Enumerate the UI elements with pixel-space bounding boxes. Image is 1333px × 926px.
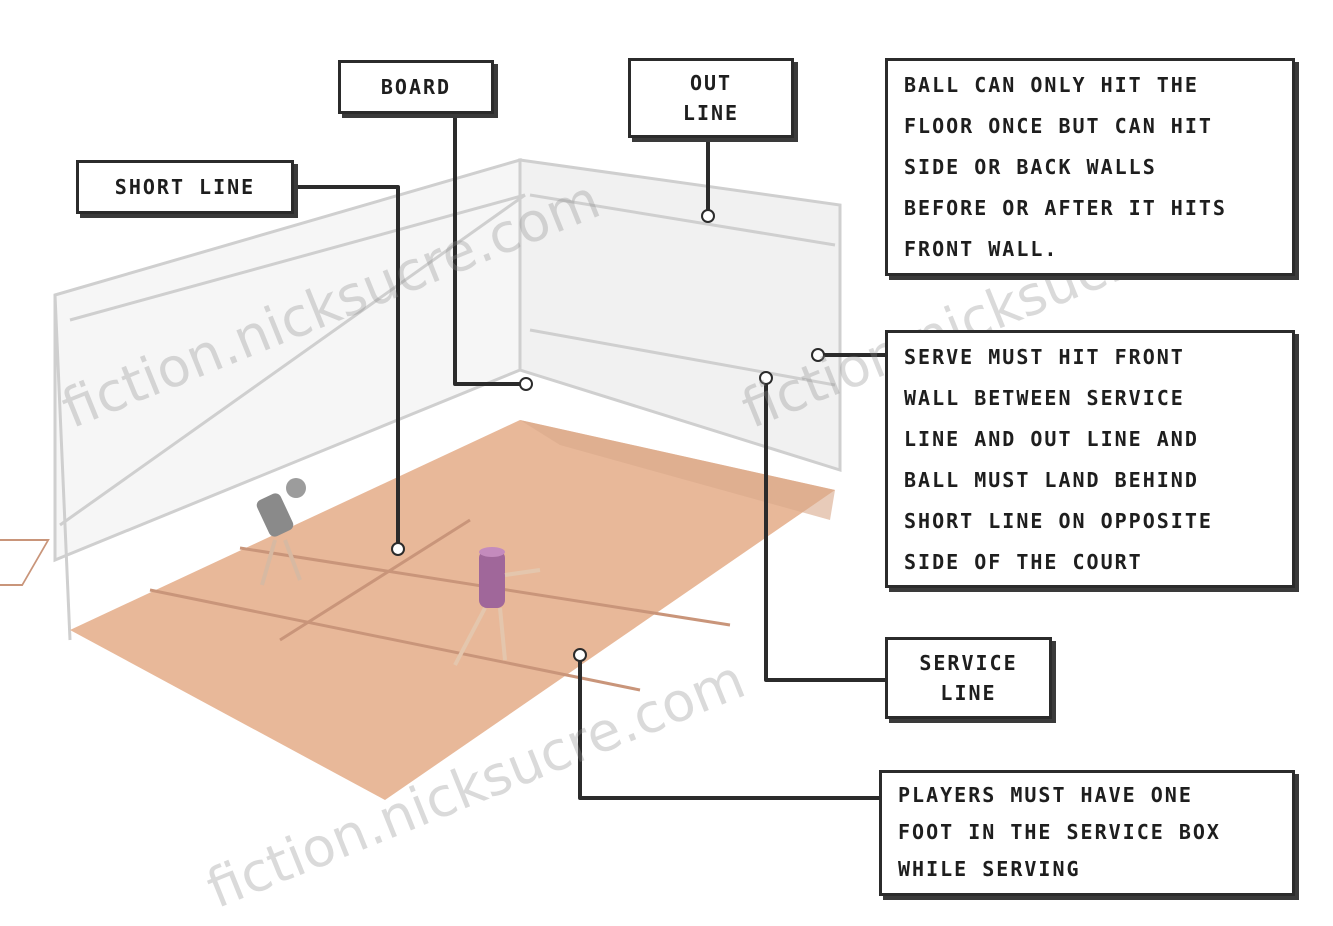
serve-rule-note: SERVE MUST HIT FRONT WALL BETWEEN SERVIC… <box>885 330 1295 588</box>
endpoint-players-rule <box>573 648 587 662</box>
service-line-label-line-2: LINE <box>940 681 997 705</box>
front-wall <box>518 158 842 473</box>
court-floor <box>0 420 835 800</box>
serve-rule-line-1: SERVE MUST HIT FRONT <box>904 345 1185 369</box>
front-wall-service-line <box>529 328 836 387</box>
serve-rule-line-5: SHORT LINE ON OPPOSITE <box>904 509 1213 533</box>
floor-short-line <box>149 588 641 692</box>
ball-rule-line-3: SIDE OR BACK WALLS <box>904 155 1157 179</box>
out-line-label-line-2: LINE <box>682 101 740 125</box>
ball-rule-line-2: FLOOR ONCE BUT CAN HIT <box>904 114 1213 138</box>
serve-rule-line-2: WALL BETWEEN SERVICE <box>904 386 1185 410</box>
short-line-label: SHORT LINE <box>76 160 294 214</box>
out-line-label: OUT LINE <box>628 58 794 138</box>
left-wall-diagonal <box>59 193 526 527</box>
short-line-label-text: SHORT LINE <box>114 175 256 199</box>
ball-rule-line-1: BALL CAN ONLY HIT THE <box>904 73 1199 97</box>
endpoint-service-line <box>759 371 773 385</box>
players-rule-line-3: WHILE SERVING <box>898 857 1081 881</box>
serve-rule-line-6: SIDE OF THE COURT <box>904 550 1143 574</box>
endpoint-serve-rule <box>811 348 825 362</box>
service-line-label-line-1: SERVICE <box>919 651 1018 675</box>
leader-service-line <box>764 378 887 682</box>
leader-short-line <box>293 185 400 548</box>
endpoint-out-line <box>701 209 715 223</box>
ball-rule-note: BALL CAN ONLY HIT THE FLOOR ONCE BUT CAN… <box>885 58 1295 276</box>
back-wall-top-edge <box>53 294 72 641</box>
player-right-figure <box>453 547 541 666</box>
player-left-figure <box>256 478 306 586</box>
leader-board <box>453 110 525 386</box>
leader-lines <box>293 110 887 800</box>
floor-shadow-front <box>520 420 835 520</box>
court-walls <box>53 158 842 641</box>
out-line-label-line-1: OUT <box>689 71 733 95</box>
serve-rule-line-4: BALL MUST LAND BEHIND <box>904 468 1199 492</box>
front-wall-inner-top <box>529 193 836 247</box>
endpoint-board <box>519 377 533 391</box>
service-box-left <box>0 539 50 586</box>
players-rule-line-2: FOOT IN THE SERVICE BOX <box>898 820 1221 844</box>
endpoint-short-line <box>391 542 405 556</box>
players-rule-line-1: PLAYERS MUST HAVE ONE <box>898 783 1193 807</box>
ball-rule-line-5: FRONT WALL. <box>904 237 1059 261</box>
ball-rule-line-4: BEFORE OR AFTER IT HITS <box>904 196 1227 220</box>
service-line-label: SERVICE LINE <box>885 637 1052 719</box>
board-label-text: BOARD <box>380 75 452 99</box>
board-label: BOARD <box>338 60 494 114</box>
floor-center-line <box>279 518 471 642</box>
serve-rule-line-3: LINE AND OUT LINE AND <box>904 427 1199 451</box>
left-wall-top <box>69 193 526 322</box>
floor-surface <box>70 420 835 800</box>
leader-endpoints <box>391 209 825 662</box>
players-rule-note: PLAYERS MUST HAVE ONE FOOT IN THE SERVIC… <box>879 770 1295 896</box>
leader-players-rule <box>578 655 882 800</box>
